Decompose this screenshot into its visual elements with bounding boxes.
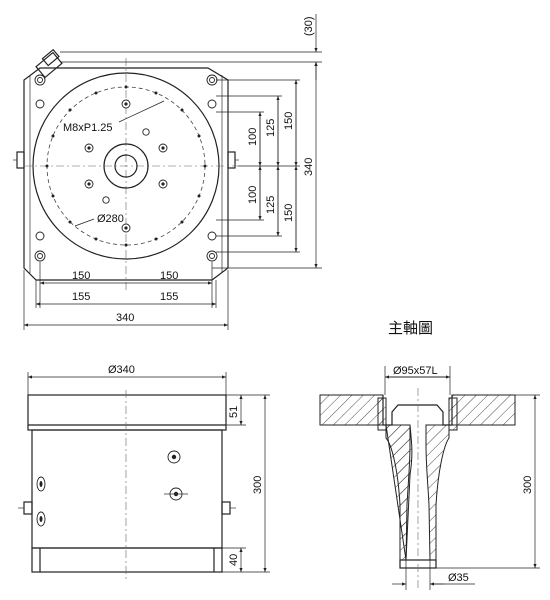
bolt-circle-leader — [74, 218, 95, 227]
side-tab-right — [227, 151, 236, 169]
side-view-tab-left — [23, 501, 33, 515]
dim-340-bottom: 340 — [116, 312, 134, 324]
mounting-holes — [34, 74, 218, 262]
spindle-title: 主軸圖 — [388, 319, 433, 337]
center-bore-inner — [114, 154, 138, 178]
dim-100-lower: 100 — [247, 186, 259, 204]
base-block — [31, 547, 223, 573]
housing-body — [31, 429, 223, 549]
dim-155-left: 155 — [72, 291, 90, 303]
spindle-bore-label: Ø95x57L — [393, 365, 438, 377]
dim-125-upper: 125 — [265, 119, 277, 137]
side-view-tab-right — [221, 501, 231, 515]
right-dimensions: 100 125 150 100 125 150 340 — [212, 62, 322, 269]
dim-100-upper: 100 — [247, 128, 259, 146]
side-total-height: 300 — [252, 476, 264, 494]
side-top-height: 51 — [228, 406, 240, 418]
dim-125-lower: 125 — [265, 196, 277, 214]
side-diameter: Ø340 — [108, 364, 135, 376]
tapped-holes — [84, 99, 168, 233]
side-tab-left — [16, 151, 25, 169]
dim-340-right: 340 — [303, 158, 315, 176]
dim-150-upper: 150 — [283, 112, 295, 130]
dim-150-left: 150 — [72, 270, 90, 282]
spindle-bottom-diameter: Ø35 — [448, 572, 469, 584]
dim-150-right: 150 — [160, 270, 178, 282]
dim-155-right: 155 — [160, 291, 178, 303]
spindle-view: 主軸圖 Ø95x57L Ø35 300 — [319, 319, 540, 590]
dim-30-text: (30) — [303, 16, 315, 36]
bottom-dimensions: 150 150 155 155 340 — [23, 262, 229, 330]
table-section-right — [451, 394, 516, 426]
dim-30: (30) — [60, 14, 322, 80]
bolt-circle-label: Ø280 — [97, 213, 124, 225]
top-view: M8xP1.25 Ø280 (30) — [13, 14, 322, 330]
thread-label: M8xP1.25 — [63, 122, 113, 134]
center-bore-outer — [103, 143, 149, 189]
side-base-height: 40 — [228, 554, 240, 566]
side-view: Ø340 51 300 40 — [18, 364, 270, 580]
spindle-wall-right — [425, 424, 450, 561]
clamp-bolt-right — [448, 397, 458, 431]
connector-fitting — [35, 48, 63, 79]
bolt-circle-holes — [45, 85, 207, 247]
spindle-bore — [382, 395, 453, 426]
spindle-height: 300 — [522, 476, 534, 494]
dim-150-lower: 150 — [283, 204, 295, 222]
table-section-left — [319, 394, 384, 426]
clamp-bolt-left — [377, 397, 387, 431]
thread-leader — [118, 100, 165, 123]
